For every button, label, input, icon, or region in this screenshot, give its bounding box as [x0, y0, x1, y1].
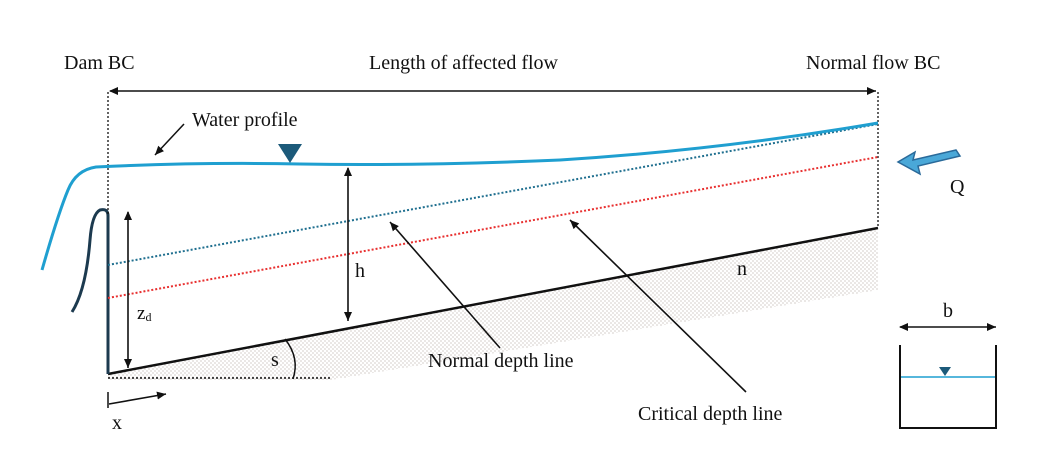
zd-main: z — [137, 303, 145, 324]
slope-label: s — [271, 349, 279, 371]
water-profile-label: Water profile — [192, 109, 298, 131]
width-b-label: b — [943, 300, 953, 322]
water-profile-curve — [40, 121, 879, 271]
zd-subscript: d — [145, 310, 151, 324]
cross-section-channel — [899, 345, 997, 429]
bed-region — [108, 228, 878, 380]
dam-bc-label: Dam BC — [64, 52, 135, 74]
normal-flow-bc-label: Normal flow BC — [806, 52, 940, 74]
critical-depth-label: Critical depth line — [638, 403, 783, 425]
x-label: x — [112, 412, 122, 434]
water-surface-marker-icon — [278, 144, 302, 163]
x-axis-arrow — [108, 391, 167, 405]
q-inflow-arrow-icon — [896, 149, 962, 176]
length-label: Length of affected flow — [369, 52, 559, 74]
h-label: h — [355, 260, 365, 282]
normal-depth-leader-arrow — [389, 221, 501, 349]
dam-wall — [70, 208, 110, 374]
water-profile-leader-arrow — [154, 123, 185, 156]
channel-bed-line — [107, 226, 879, 376]
normal-depth-line — [107, 123, 879, 266]
slope-angle-arc — [284, 338, 296, 380]
zd-label: zd — [137, 303, 151, 324]
manning-n-label: n — [737, 258, 747, 280]
critical-depth-line — [107, 156, 879, 299]
q-label: Q — [950, 176, 965, 198]
critical-depth-leader-arrow — [569, 219, 747, 393]
normal-depth-label: Normal depth line — [428, 350, 574, 372]
cross-section-water-marker-icon — [939, 367, 951, 376]
